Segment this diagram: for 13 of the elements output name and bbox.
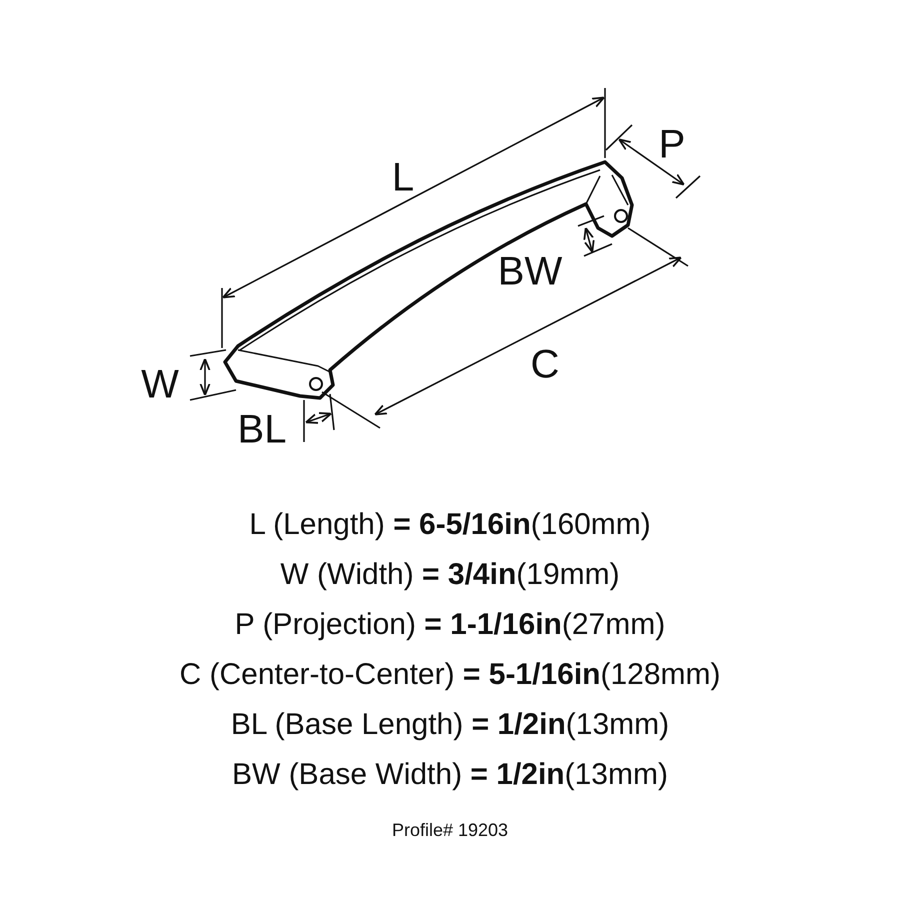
dimension-label: BL bbox=[238, 408, 286, 452]
spec-line: BW (Base Width) = 1/2in(13mm) bbox=[231, 758, 669, 792]
dimension-label: C bbox=[530, 342, 560, 388]
spec-line: BL (Base Length) = 1/2in(13mm) bbox=[230, 708, 670, 742]
dimension-label: W bbox=[141, 362, 179, 408]
dimension-label: L bbox=[392, 156, 414, 200]
spec-line: W (Width) = 3/4in(19mm) bbox=[279, 558, 621, 592]
spec-line: C (Center-to-Center) = 5-1/16in(128mm) bbox=[178, 658, 722, 692]
dimension-label: BW bbox=[498, 250, 562, 294]
profile-number: Profile# 19203 bbox=[390, 820, 510, 841]
spec-line: P (Projection) = 1-1/16in(27mm) bbox=[234, 608, 666, 642]
dimension-label: P bbox=[658, 122, 686, 168]
spec-line: L (Length) = 6-5/16in(160mm) bbox=[248, 508, 652, 542]
